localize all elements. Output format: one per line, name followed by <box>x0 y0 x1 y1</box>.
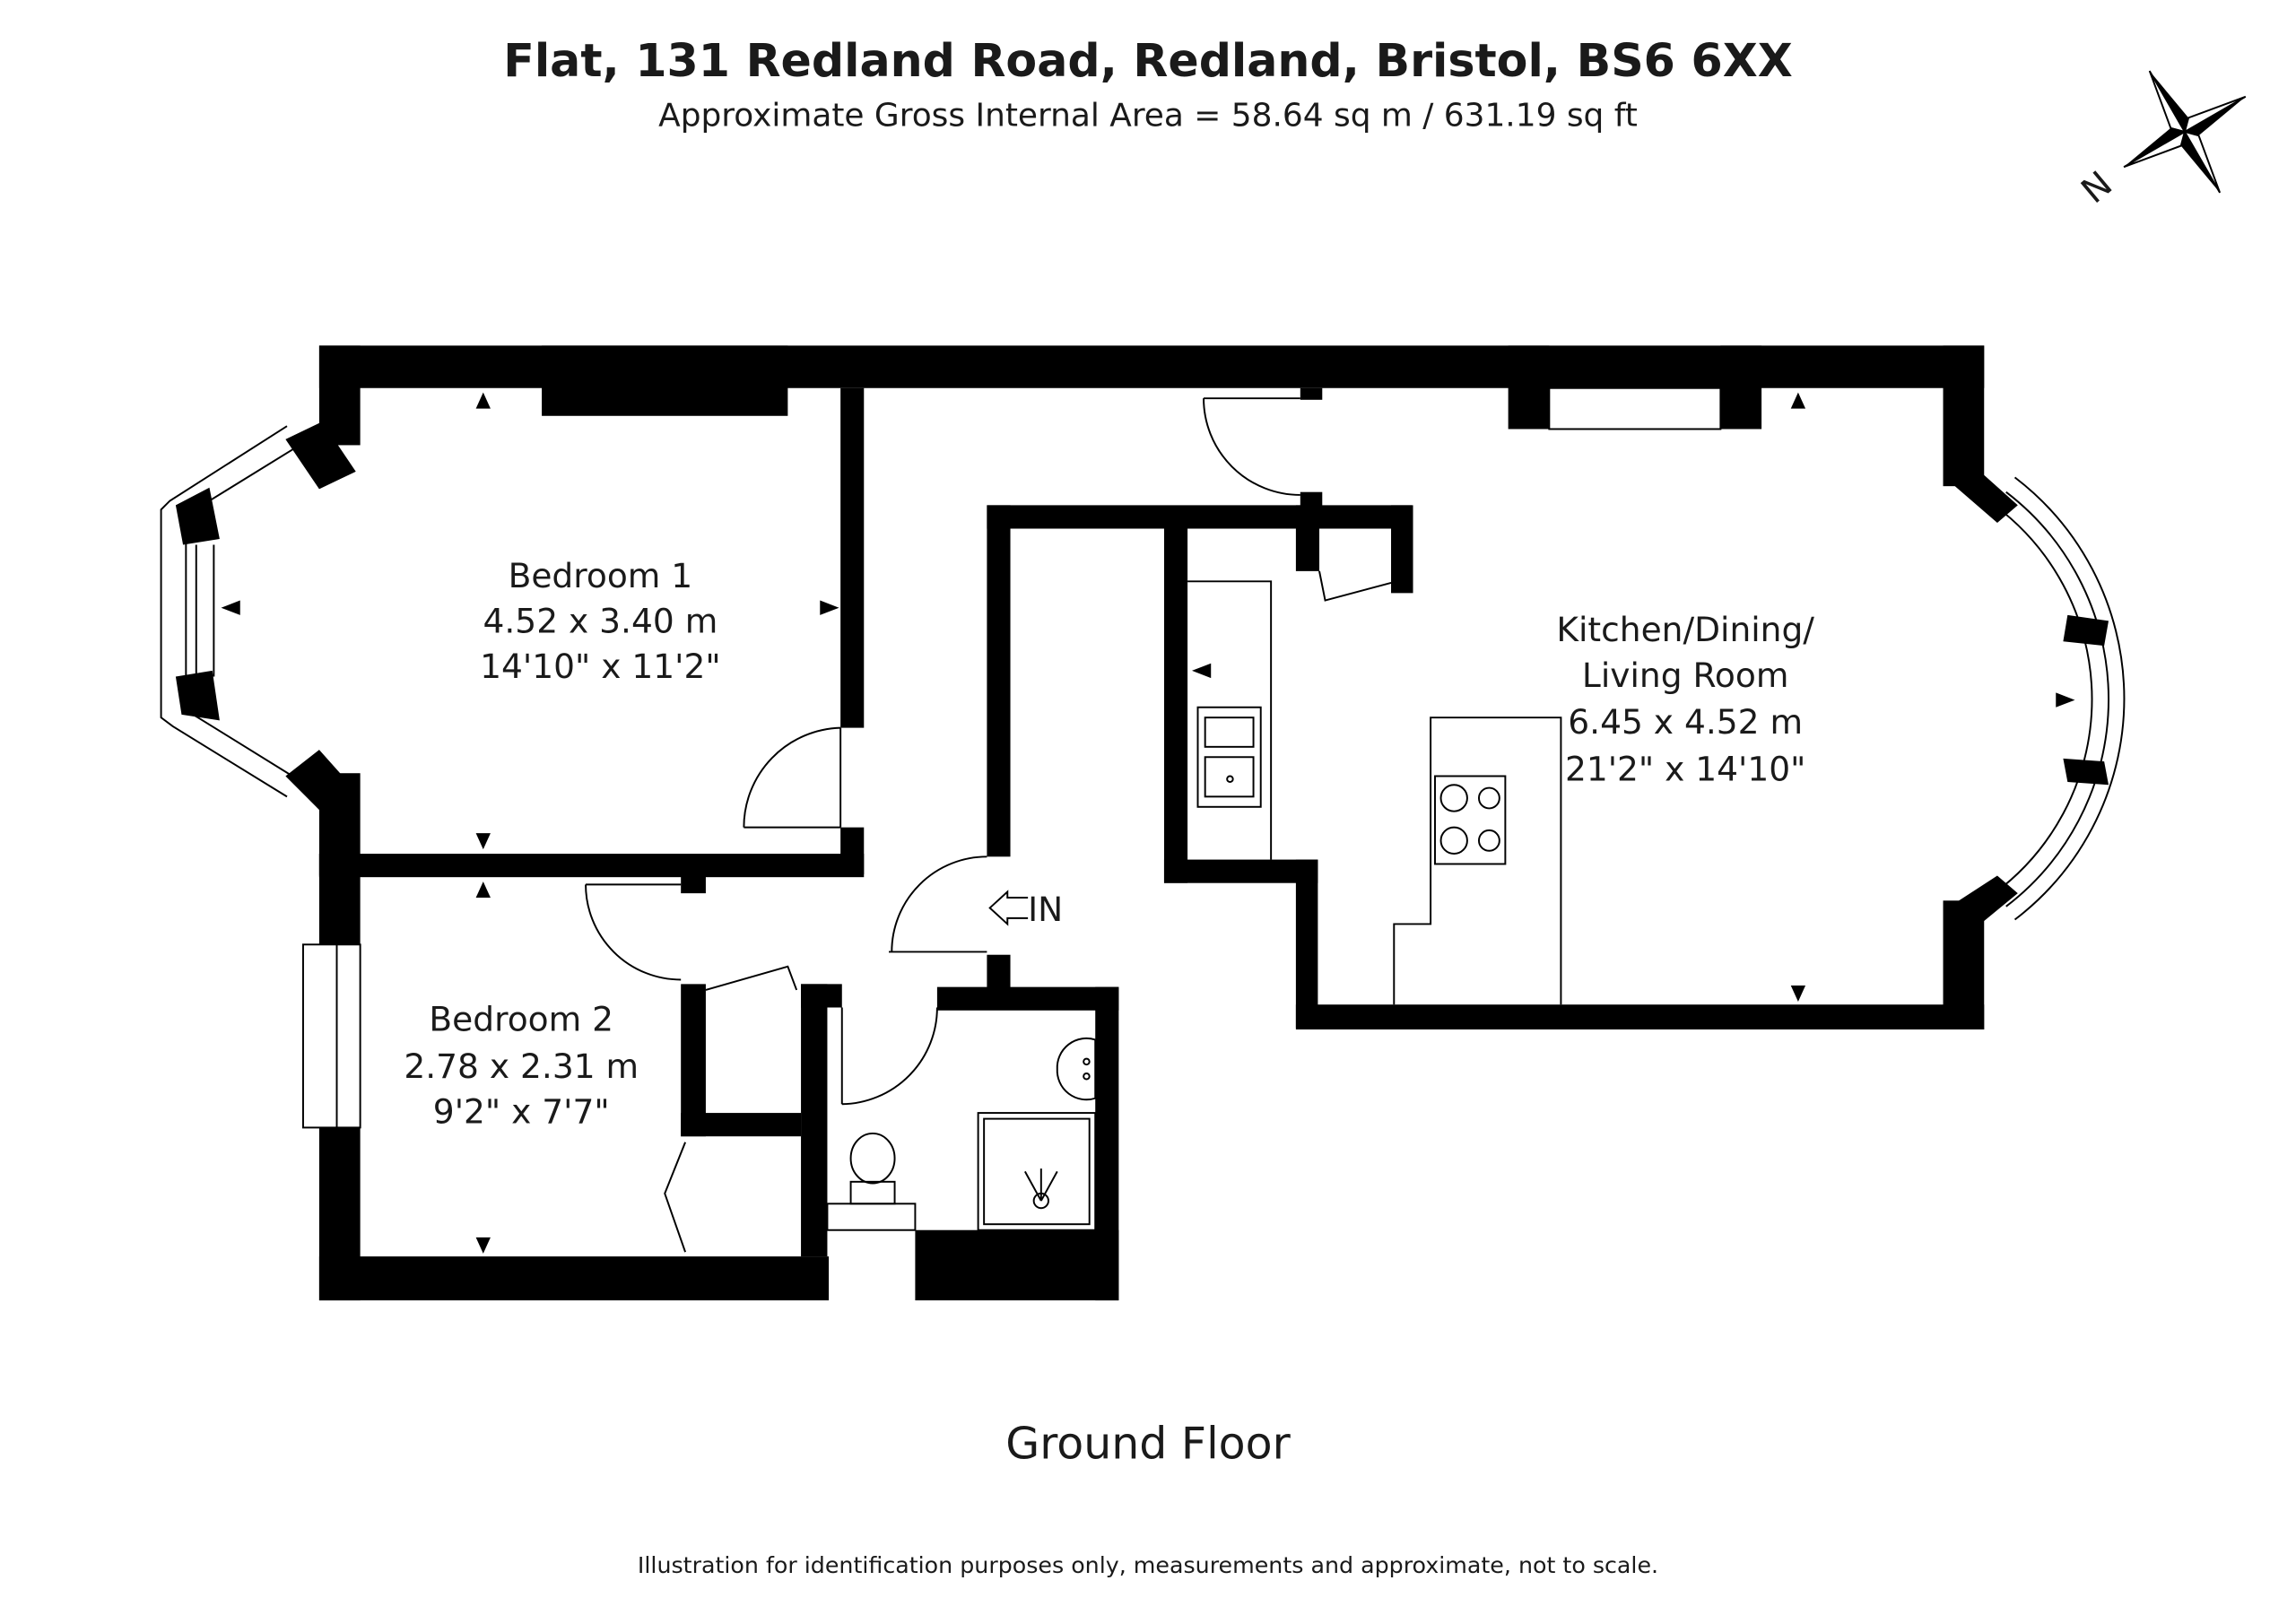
fixtures <box>826 580 1562 1231</box>
walls <box>160 345 2126 1301</box>
hob-icon <box>1434 775 1507 865</box>
room-bedroom-1: Bedroom 1 4.52 x 3.40 m 14'10" x 11'2" <box>480 556 720 686</box>
shower-icon <box>977 1112 1097 1231</box>
entrance-arrow-icon <box>988 890 1029 926</box>
dimension-arrows <box>221 392 2075 1254</box>
page-title: Flat, 131 Redland Road, Redland, Bristol… <box>503 34 1792 87</box>
entrance-label: IN <box>1028 890 1063 929</box>
room-imperial: 21'2" x 14'10" <box>1565 749 1805 788</box>
north-compass-star-icon <box>2123 70 2247 194</box>
basin-icon <box>1056 1037 1097 1101</box>
floor-label: Ground Floor <box>1005 1418 1291 1469</box>
kitchen-sink-icon <box>1196 706 1262 808</box>
toilet-icon <box>826 1203 917 1231</box>
north-label: N <box>2074 164 2120 212</box>
room-bedroom-2: Bedroom 2 2.78 x 2.31 m 9'2" x 7'7" <box>404 1000 639 1132</box>
room-name: Bedroom 1 <box>509 556 693 595</box>
room-name: Bedroom 2 <box>429 1000 613 1039</box>
room-imperial: 14'10" x 11'2" <box>480 647 720 686</box>
area-subtitle: Approximate Gross Internal Area = 58.64 … <box>658 97 1638 134</box>
doors <box>585 397 1392 1253</box>
room-name-line-1: Kitchen/Dining/ <box>1556 610 1814 649</box>
room-kitchen-dining-living: Kitchen/Dining/ Living Room 6.45 x 4.52 … <box>1556 610 1814 788</box>
room-metric: 6.45 x 4.52 m <box>1568 702 1803 742</box>
room-metric: 2.78 x 2.31 m <box>404 1046 639 1086</box>
room-imperial: 9'2" x 7'7" <box>433 1092 610 1132</box>
disclaimer: Illustration for identification purposes… <box>638 1552 1658 1578</box>
room-metric: 4.52 x 3.40 m <box>483 601 718 640</box>
room-name-line-2: Living Room <box>1582 656 1788 695</box>
